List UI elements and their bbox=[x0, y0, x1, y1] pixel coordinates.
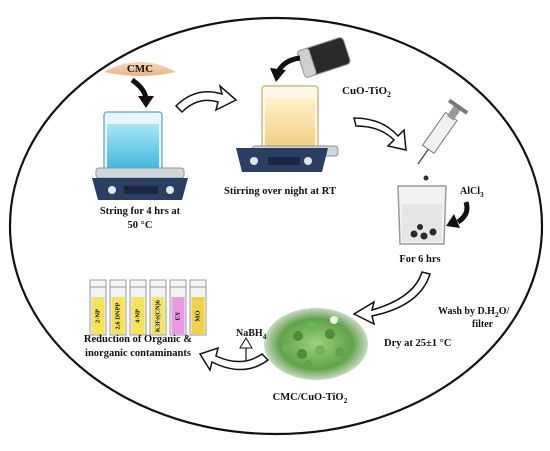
wash-label-line2: filter bbox=[472, 319, 494, 330]
flow-arrow-3-icon bbox=[352, 271, 431, 326]
step3-label: For 6 hrs bbox=[399, 254, 440, 265]
process-boundary-ellipse bbox=[8, 16, 544, 436]
cmc-powder-icon: CMC bbox=[104, 62, 176, 76]
flow-arrow-1-icon bbox=[174, 83, 238, 114]
vial-3: 4-NP bbox=[129, 279, 147, 336]
up-arrow-icon bbox=[239, 337, 253, 362]
vial-label: 4-NP bbox=[134, 309, 141, 323]
bead-beaker-icon bbox=[397, 185, 447, 245]
step1-label-line2: 50 °C bbox=[128, 220, 153, 231]
magnetic-stirrer-1-icon bbox=[92, 111, 188, 200]
vial-1: 2-NP bbox=[89, 279, 107, 336]
alcl3-label: AlCl3 bbox=[460, 186, 484, 199]
cuo-tio2-container-icon bbox=[297, 37, 351, 78]
contaminant-vials: 2-NP 2,6 DNPP 4-NP K3Fe(CN)6 EY MO bbox=[89, 279, 207, 336]
syringe-icon bbox=[417, 98, 469, 165]
reduction-label-line2: inorganic contaminants bbox=[85, 348, 191, 359]
vial-2: 2,6 DNPP bbox=[109, 279, 127, 336]
flow-arrow-4-icon bbox=[198, 346, 270, 372]
magnetic-stirrer-2-icon bbox=[236, 85, 339, 172]
vial-label: MO bbox=[194, 310, 201, 321]
nabh4-label: NaBH4 bbox=[236, 328, 267, 341]
droplet-icon bbox=[423, 175, 429, 181]
vial-6: MO bbox=[189, 279, 207, 336]
cmc-label: CMC bbox=[127, 63, 153, 75]
vial-label: K3Fe(CN)6 bbox=[154, 299, 161, 332]
vial-label: EY bbox=[174, 311, 181, 320]
dry-label: Dry at 25±1 °C bbox=[384, 338, 451, 349]
reduction-label-line1: Reduction of Organic & bbox=[84, 334, 192, 345]
flow-arrow-2-icon bbox=[353, 117, 407, 151]
cuo-tio2-label: CuO-TiO2 bbox=[342, 85, 391, 99]
vial-label: 2,6 DNPP bbox=[114, 302, 121, 329]
cmc-cuo-tio2-beads-icon bbox=[264, 308, 368, 380]
wash-label-line1: Wash by D.H2O/ bbox=[438, 306, 509, 319]
add-arrow-icon bbox=[130, 77, 154, 108]
vial-5: EY bbox=[169, 279, 187, 336]
step2-label: Stirring over night at RT bbox=[224, 186, 336, 197]
vial-4: K3Fe(CN)6 bbox=[149, 279, 167, 336]
add-arrow-3-icon bbox=[446, 201, 470, 228]
add-arrow-2-icon bbox=[270, 55, 301, 82]
product-label: CMC/CuO-TiO2 bbox=[273, 392, 348, 405]
step1-label-line1: String for 4 hrs at bbox=[100, 206, 181, 217]
vial-label: 2-NP bbox=[94, 309, 101, 323]
